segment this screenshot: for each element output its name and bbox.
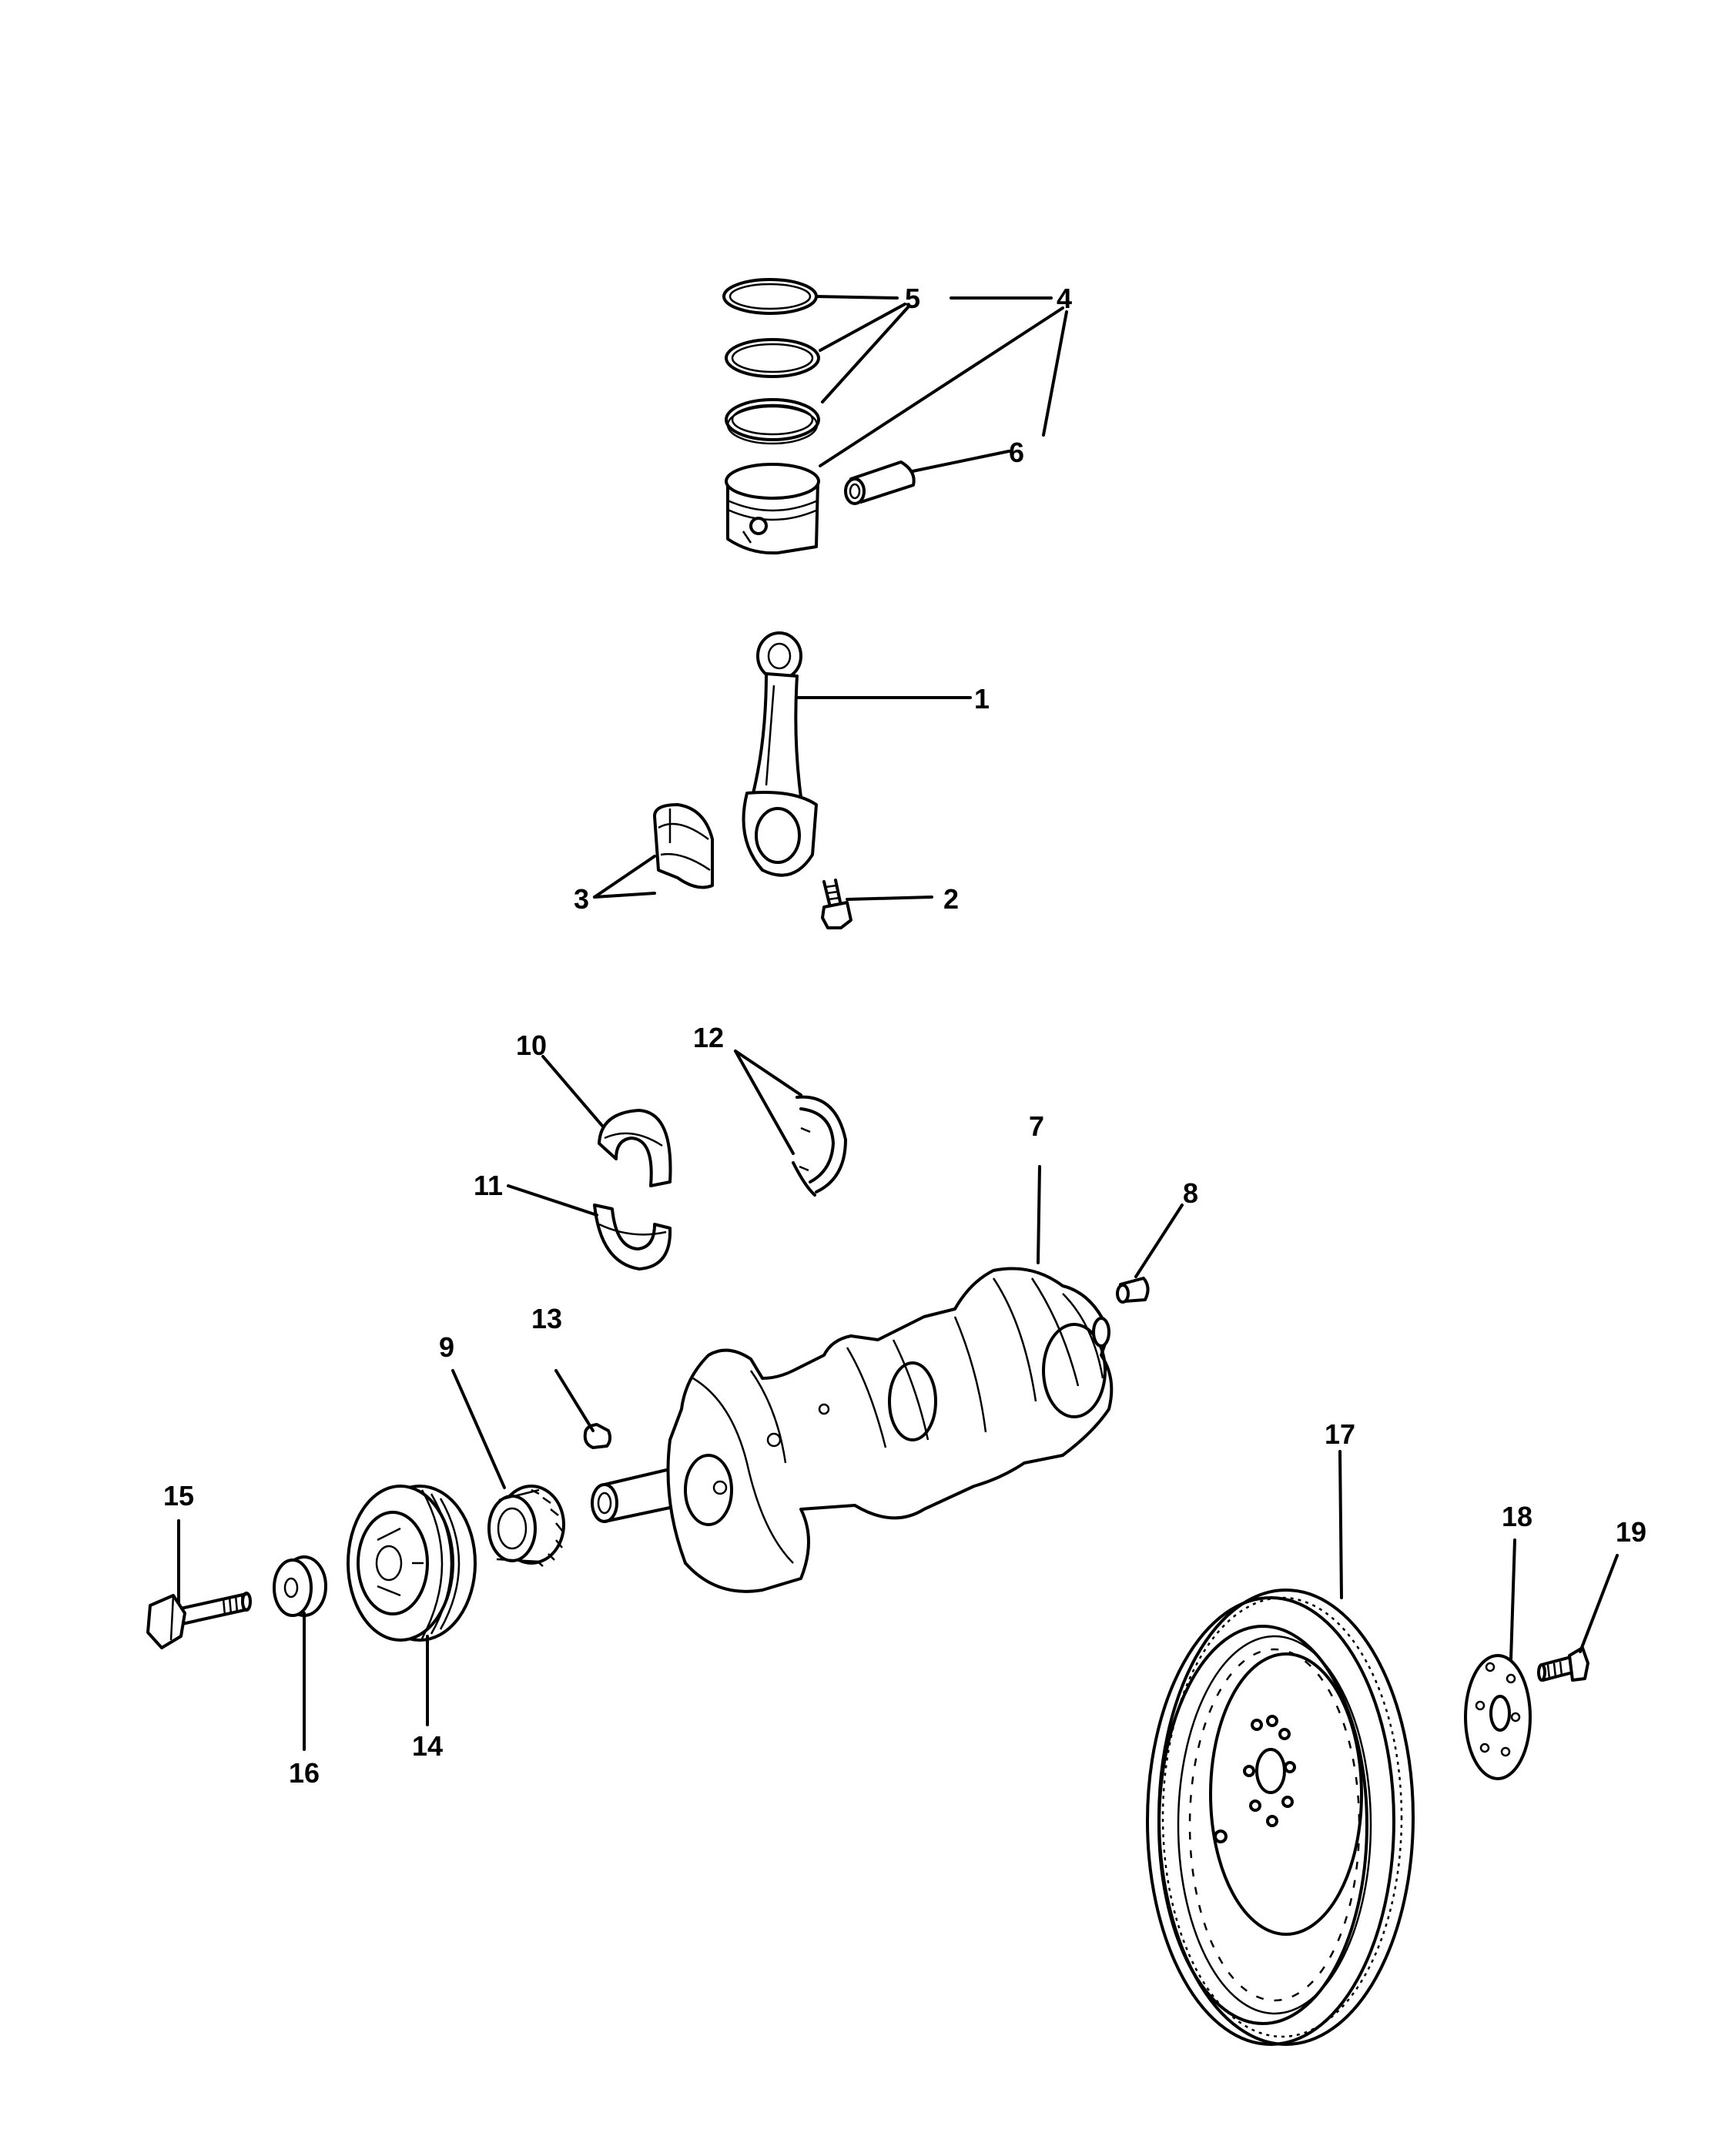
- callout-16: 16: [289, 1757, 320, 1789]
- callout-11: 11: [474, 1170, 503, 1201]
- callout-1: 1: [974, 683, 990, 715]
- connecting-rod: [742, 631, 818, 877]
- callout-10: 10: [516, 1029, 547, 1061]
- rod-bearing-shells: [653, 803, 714, 889]
- piston-ring-top: [722, 278, 818, 315]
- pulley-washer: [273, 1555, 327, 1617]
- callout-12: 12: [693, 1022, 724, 1053]
- callout-17: 17: [1325, 1418, 1355, 1450]
- leader-lines: [177, 295, 1619, 1751]
- thrust-washers: [792, 1095, 847, 1197]
- callout-14: 14: [412, 1730, 443, 1762]
- main-bearing-shell-upper: [598, 1109, 672, 1187]
- piston: [725, 463, 820, 555]
- callout-19: 19: [1616, 1516, 1646, 1548]
- callout-5: 5: [905, 283, 920, 314]
- callout-labels: 1 2 3 4 5 6 7 8 9 10 11 12 13 14 15 16 1…: [163, 283, 1646, 1789]
- piston-pin: [844, 460, 916, 505]
- connecting-rod-bolt: [821, 879, 852, 929]
- callout-18: 18: [1502, 1501, 1532, 1532]
- piston-ring-oil: [725, 398, 820, 445]
- flywheel-plate: [1464, 1654, 1532, 1780]
- callout-4: 4: [1057, 283, 1072, 314]
- callout-13: 13: [531, 1303, 562, 1334]
- crankshaft-sprocket: [487, 1485, 565, 1567]
- callout-15: 15: [163, 1480, 194, 1512]
- callout-6: 6: [1009, 437, 1024, 468]
- crankshaft-pulley: [347, 1485, 477, 1642]
- callout-8: 8: [1183, 1177, 1198, 1209]
- pulley-bolt: [146, 1592, 252, 1649]
- pilot-bushing: [1116, 1277, 1150, 1304]
- callout-2: 2: [943, 883, 959, 915]
- flywheel: [1146, 1589, 1415, 2046]
- piston-ring-middle: [725, 338, 820, 378]
- crankshaft: [591, 1267, 1114, 1593]
- callout-9: 9: [439, 1331, 454, 1363]
- woodruff-key: [583, 1423, 612, 1449]
- callout-7: 7: [1029, 1110, 1044, 1142]
- callout-3: 3: [574, 883, 589, 915]
- main-bearing-shell-lower: [593, 1204, 672, 1270]
